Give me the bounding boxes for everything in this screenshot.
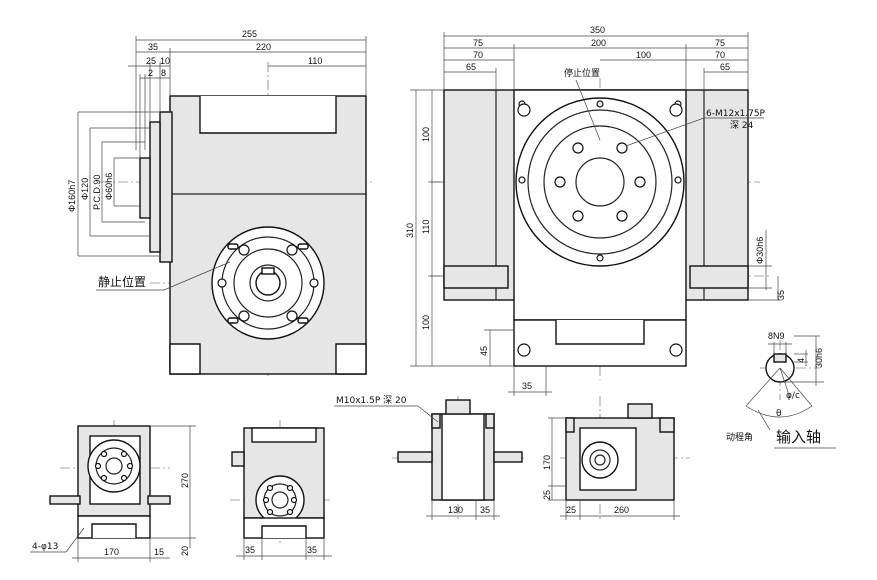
label-phi-c: φ/c	[786, 391, 800, 401]
label-moving-angle: 动程角	[726, 431, 753, 443]
label-bolt-spec: 6-M12x1.75P	[706, 109, 766, 119]
dim-70b: 70	[715, 50, 725, 60]
dim-key-30: 30h6	[814, 348, 824, 368]
dim-v100b: 100	[421, 315, 431, 330]
output-flange	[515, 97, 685, 267]
dim-2: 2	[148, 68, 153, 78]
dim-v45: 45	[479, 346, 489, 356]
dim-260: 260	[614, 505, 629, 515]
dim-v25: 25	[542, 490, 552, 500]
dim-35b: 35	[307, 545, 317, 555]
dim-phi30: Φ30h6	[755, 237, 765, 264]
front-view: 255 35 220 25 10 2 8 110 Φ160h7 Φ120 P.C…	[67, 29, 372, 376]
dim-v100a: 100	[421, 127, 431, 142]
dim-75a: 75	[473, 38, 483, 48]
label-m10-spec: M10x1.5P 深 20	[336, 395, 407, 406]
dim-key-4: 4	[796, 358, 806, 363]
dim-65a: 65	[466, 62, 476, 72]
dim-v20: 20	[180, 546, 190, 556]
dim-10: 10	[160, 56, 170, 66]
side-view: 350 75 200 75 70 70 65 100 65 310 100 11…	[405, 25, 786, 396]
dim-220: 220	[256, 42, 271, 52]
dim-130: 130	[448, 505, 463, 515]
dim-15: 15	[154, 547, 164, 557]
dim-350: 350	[590, 25, 605, 35]
dim-25: 25	[146, 56, 156, 66]
dim-65b: 65	[720, 62, 730, 72]
label-stop-position-left: 静止位置	[98, 274, 146, 289]
dim-v170: 170	[542, 455, 552, 470]
small-view-1: 270 170 15 20 4-φ13	[30, 420, 196, 562]
dim-255: 255	[242, 29, 257, 39]
dim-200: 200	[591, 38, 606, 48]
dim-310: 310	[405, 223, 415, 238]
dim-key-8n9: 8N9	[768, 331, 785, 341]
dim-75b: 75	[715, 38, 725, 48]
dim-pcd90: P.C.D.90	[92, 175, 102, 210]
small-view-3: 130 35 M10x1.5P 深 20	[334, 395, 524, 520]
key-detail: 8N9 4 30h6 φ/c θ 动程角 输入轴	[726, 331, 836, 449]
dim-110: 110	[308, 56, 322, 66]
label-theta: θ	[776, 409, 782, 419]
dim-100: 100	[636, 50, 651, 60]
dim-v270: 270	[180, 473, 190, 488]
label-four-holes: 4-φ13	[32, 542, 58, 552]
dim-35: 35	[148, 42, 158, 52]
label-stop-position-top: 停止位置	[564, 67, 600, 79]
dim-v110: 110	[421, 220, 431, 234]
dim-35c: 35	[480, 505, 490, 515]
dim-35a: 35	[245, 545, 255, 555]
dim-side-35: 35	[522, 381, 532, 391]
dim-phi120: Φ120	[80, 178, 90, 200]
small-view-2: 35 35	[230, 420, 332, 560]
label-bolt-depth: 深 24	[730, 120, 754, 131]
dim-v35: 35	[776, 290, 786, 300]
dim-phi160: Φ160h7	[67, 180, 77, 212]
dim-70a: 70	[473, 50, 483, 60]
small-view-4: 170 25 25 260	[542, 396, 690, 520]
dim-170a: 170	[104, 547, 119, 557]
dim-8: 8	[161, 68, 166, 78]
dim-small-25: 25	[566, 505, 576, 515]
label-input-shaft: 输入轴	[776, 428, 821, 446]
dim-phi60: Φ60h6	[104, 173, 114, 200]
